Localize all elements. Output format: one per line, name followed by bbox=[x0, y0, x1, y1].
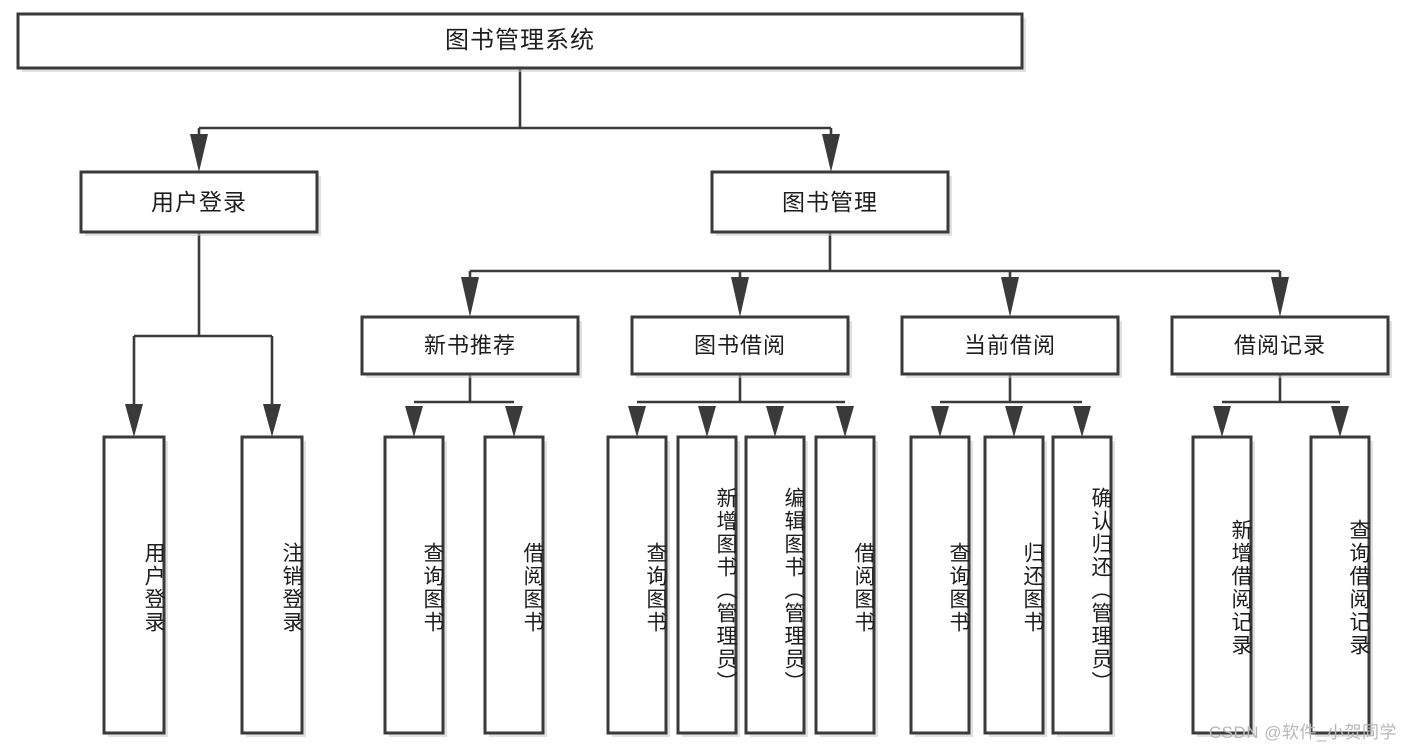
node-leaf-edit-book-admin-box[interactable] bbox=[744, 435, 806, 735]
node-leaf-query-borrow-record-box[interactable] bbox=[1309, 435, 1371, 735]
node-leaf-user-login[interactable] bbox=[102, 435, 168, 737]
node-book-borrow[interactable] bbox=[630, 315, 852, 378]
node-borrow-record[interactable] bbox=[1170, 315, 1392, 378]
node-current-borrow[interactable] bbox=[900, 315, 1122, 378]
connector-group-borrow-record-leaves bbox=[1213, 374, 1349, 437]
arrowhead-leaf-query-book-3 bbox=[931, 406, 949, 437]
arrowhead-leaf-add-book-admin bbox=[698, 406, 716, 437]
arrowhead-current-borrow bbox=[1001, 277, 1019, 317]
node-leaf-query-book-3[interactable] bbox=[909, 435, 973, 737]
watermark-text: CSDN @软件_小贺同学 bbox=[1208, 723, 1397, 742]
node-leaf-add-borrow-record[interactable] bbox=[1191, 435, 1255, 737]
node-leaf-confirm-return-admin-box[interactable] bbox=[1051, 435, 1113, 735]
node-leaf-logout-login[interactable] bbox=[240, 435, 306, 737]
node-root-box[interactable] bbox=[16, 12, 1024, 70]
arrowhead-leaf-query-book-1 bbox=[405, 406, 423, 437]
arrowhead-leaf-query-borrow-record bbox=[1331, 406, 1349, 437]
node-borrow-record-box[interactable] bbox=[1170, 315, 1390, 376]
node-leaf-return-book-box[interactable] bbox=[983, 435, 1045, 735]
node-leaf-add-book-admin-box[interactable] bbox=[676, 435, 738, 735]
node-leaf-confirm-return-admin[interactable] bbox=[1051, 435, 1115, 737]
node-book-borrow-box[interactable] bbox=[630, 315, 850, 376]
arrowhead-leaf-borrow-book-2 bbox=[836, 406, 854, 437]
arrowhead-borrow-record bbox=[1271, 277, 1289, 317]
connector-group-level2-to-level3 bbox=[461, 232, 1289, 317]
arrowhead-leaf-user-login bbox=[125, 404, 143, 437]
node-book-management-box[interactable] bbox=[710, 170, 950, 234]
connector-group-current-borrow-leaves bbox=[931, 374, 1091, 437]
arrowhead-new-book-recommend bbox=[461, 277, 479, 317]
node-leaf-query-borrow-record[interactable] bbox=[1309, 435, 1373, 737]
node-leaf-query-book-1[interactable] bbox=[383, 435, 447, 737]
node-user-login[interactable] bbox=[79, 170, 321, 236]
node-leaf-query-book-3-box[interactable] bbox=[909, 435, 971, 735]
node-leaf-add-borrow-record-box[interactable] bbox=[1191, 435, 1253, 735]
node-leaf-user-login-box[interactable] bbox=[102, 435, 166, 735]
node-new-book-recommend-box[interactable] bbox=[360, 315, 580, 376]
arrowhead-book-borrow bbox=[731, 277, 749, 317]
node-leaf-query-book-2[interactable] bbox=[606, 435, 670, 737]
arrowhead-book-management bbox=[822, 134, 840, 172]
connector-group-book-borrow-leaves bbox=[628, 374, 854, 437]
node-user-login-box[interactable] bbox=[79, 170, 319, 234]
node-root[interactable] bbox=[16, 12, 1026, 72]
node-leaf-borrow-book-1-box[interactable] bbox=[483, 435, 545, 735]
node-leaf-borrow-book-2[interactable] bbox=[814, 435, 878, 737]
node-leaf-borrow-book-1[interactable] bbox=[483, 435, 547, 737]
arrowhead-leaf-logout-login bbox=[263, 404, 281, 437]
node-book-management[interactable] bbox=[710, 170, 952, 236]
connector-group-new-book-recommend-leaves bbox=[405, 374, 523, 437]
node-leaf-borrow-book-2-box[interactable] bbox=[814, 435, 876, 735]
arrowhead-leaf-return-book bbox=[1005, 406, 1023, 437]
arrowhead-leaf-query-book-2 bbox=[628, 406, 646, 437]
connector-group-root-to-level2 bbox=[190, 68, 840, 172]
node-leaf-return-book[interactable] bbox=[983, 435, 1047, 737]
arrowhead-leaf-borrow-book-1 bbox=[505, 406, 523, 437]
arrowhead-leaf-confirm-return-admin bbox=[1073, 406, 1091, 437]
node-current-borrow-box[interactable] bbox=[900, 315, 1120, 376]
node-leaf-query-book-2-box[interactable] bbox=[606, 435, 668, 735]
node-leaf-logout-login-box[interactable] bbox=[240, 435, 304, 735]
node-new-book-recommend[interactable] bbox=[360, 315, 582, 378]
arrowhead-leaf-add-borrow-record bbox=[1213, 406, 1231, 437]
connector-group-user-login-leaves bbox=[125, 232, 281, 437]
node-leaf-query-book-1-box[interactable] bbox=[383, 435, 445, 735]
arrowhead-leaf-edit-book-admin bbox=[766, 406, 784, 437]
arrowhead-user-login bbox=[190, 134, 208, 172]
node-leaf-edit-book-admin[interactable] bbox=[744, 435, 808, 737]
node-leaf-add-book-admin[interactable] bbox=[676, 435, 740, 737]
